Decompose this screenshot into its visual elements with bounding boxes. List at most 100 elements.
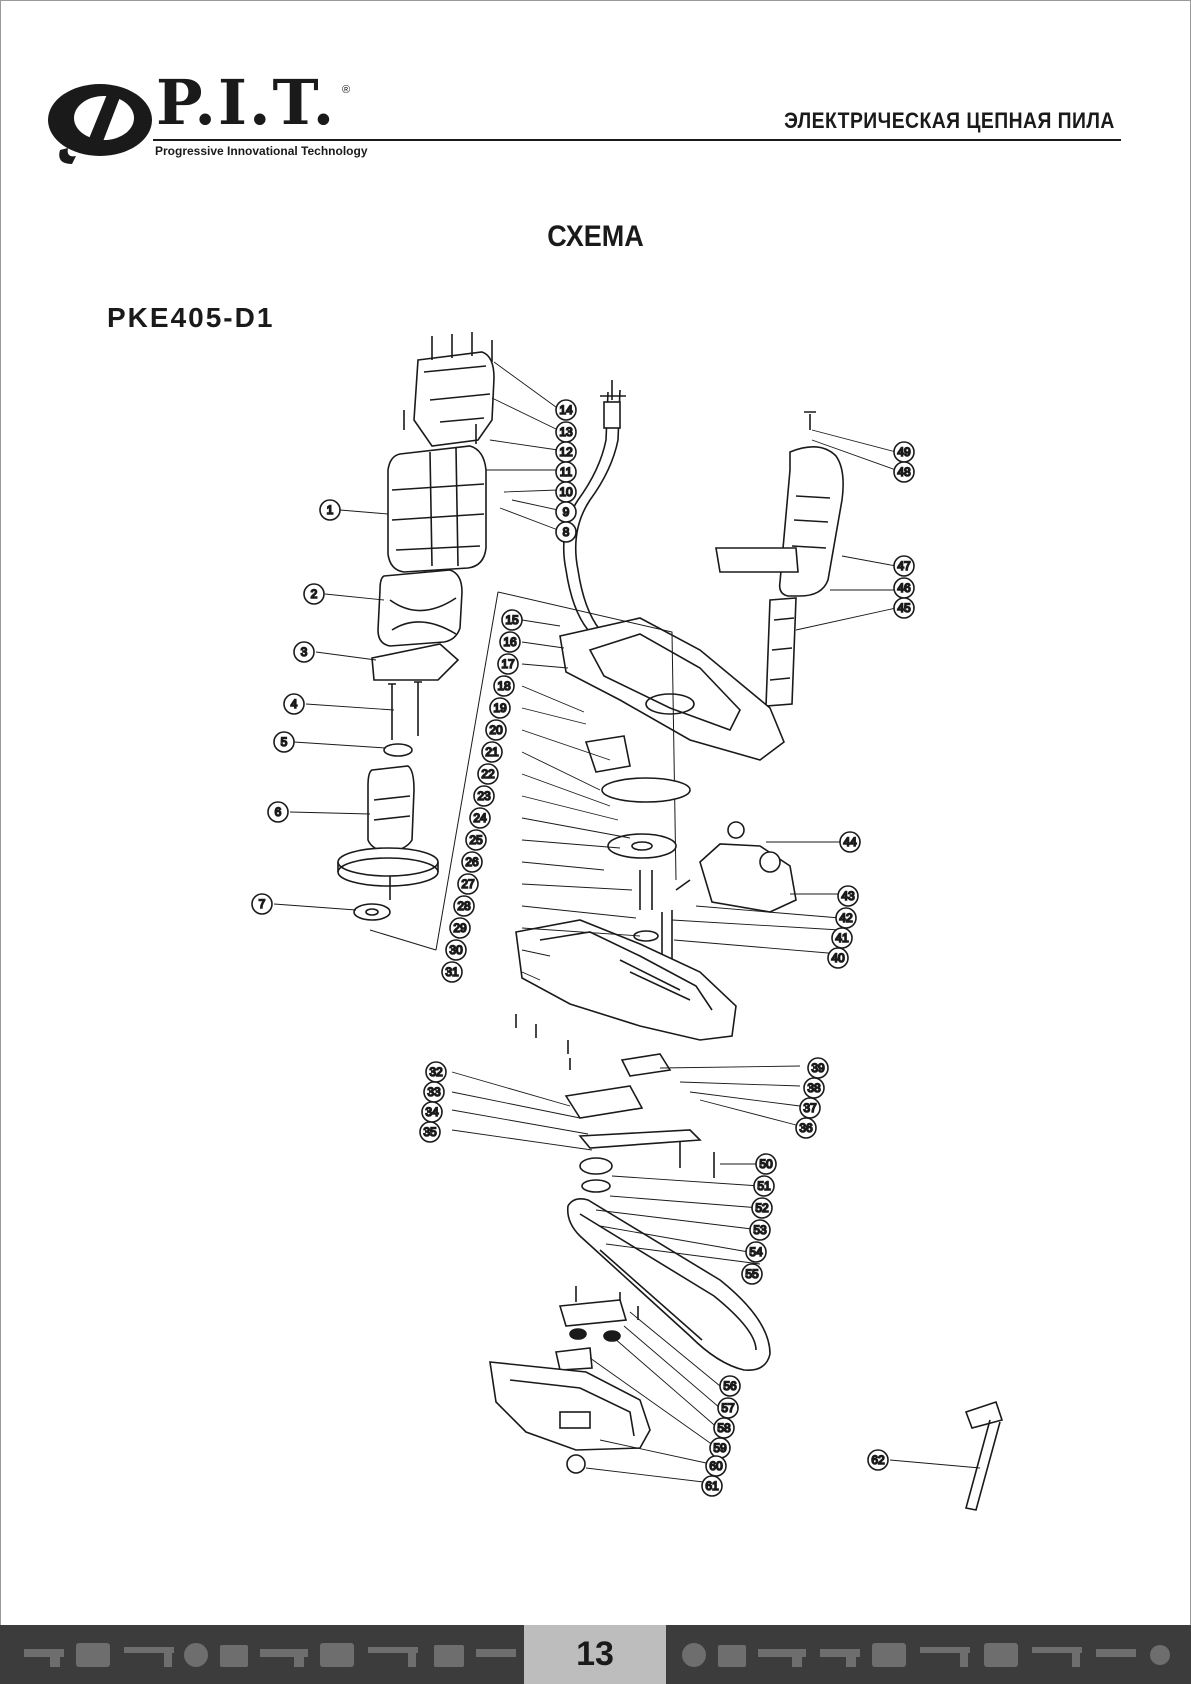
- callout-13: 13: [559, 425, 573, 439]
- drill-icon: [820, 1649, 860, 1667]
- callout-26: 26: [465, 855, 479, 869]
- callout-57: 57: [721, 1401, 735, 1415]
- callout-51: 51: [757, 1179, 771, 1193]
- callout-39: 39: [811, 1061, 825, 1075]
- sprocket: [579, 1157, 613, 1193]
- callout-38: 38: [807, 1081, 821, 1095]
- callout-6: 6: [275, 805, 282, 819]
- cover-knob: [566, 1454, 586, 1474]
- callout-23: 23: [477, 789, 491, 803]
- callout-40: 40: [831, 951, 845, 965]
- callout-17: 17: [501, 657, 515, 671]
- page-number: 13: [576, 1635, 614, 1673]
- mixer-icon: [682, 1643, 706, 1667]
- tool-icons-right: [682, 1643, 1170, 1667]
- callout-group-switch: 44 43 42 41 40: [827, 831, 861, 969]
- callout-5: 5: [281, 735, 288, 749]
- cover-plate: [558, 1299, 628, 1327]
- welder-icon: [320, 1643, 354, 1667]
- section-title: СХЕМА: [547, 220, 644, 253]
- guide-bar: [566, 1198, 771, 1371]
- callout-25: 25: [469, 833, 483, 847]
- callout-50: 50: [759, 1157, 773, 1171]
- callout-11: 11: [560, 465, 573, 479]
- pit-logo-icon: [48, 84, 152, 164]
- tension-plate: [620, 1053, 672, 1077]
- drive-gear: [337, 847, 439, 887]
- callout-31: 31: [445, 965, 459, 979]
- page-number-box: 13: [524, 1625, 666, 1684]
- callout-44: 44: [843, 835, 857, 849]
- long-screws: [388, 681, 422, 740]
- callout-30: 30: [449, 943, 463, 957]
- cover-nut-right: [603, 1330, 621, 1342]
- callout-55: 55: [745, 1267, 759, 1281]
- t-key-wrench: [964, 1400, 1004, 1511]
- bracket: [371, 643, 460, 681]
- base-plate: [601, 777, 691, 803]
- callout-35: 35: [423, 1125, 437, 1139]
- callout-49: 49: [897, 445, 911, 459]
- callout-group-left: 1 2 3 4 5 6 7: [251, 499, 341, 915]
- callout-61: 61: [705, 1479, 719, 1493]
- callout-24: 24: [473, 811, 487, 825]
- callout-27: 27: [461, 877, 475, 891]
- callout-19: 19: [493, 701, 507, 715]
- compressor-icon: [220, 1645, 248, 1667]
- callout-16: 16: [503, 635, 517, 649]
- callout-group-lower-left: 32 33 34 35: [419, 1061, 447, 1143]
- hammer-drill-icon: [1096, 1649, 1136, 1657]
- callout-59: 59: [713, 1441, 727, 1455]
- cover-nut-left: [569, 1328, 587, 1340]
- grinder-icon: [260, 1649, 308, 1667]
- callout-10: 10: [559, 485, 573, 499]
- callout-54: 54: [749, 1245, 763, 1259]
- chain-guide-plate: [564, 1085, 644, 1119]
- document-title: ЭЛЕКТРИЧЕСКАЯ ЦЕПНАЯ ПИЛА: [784, 108, 1115, 133]
- switch-assembly: [675, 821, 797, 913]
- hammer-drill-icon: [476, 1649, 516, 1657]
- leader-lines: [273, 361, 981, 1485]
- callout-29: 29: [453, 921, 467, 935]
- callout-20: 20: [489, 723, 503, 737]
- callout-45: 45: [897, 601, 911, 615]
- callout-56: 56: [723, 1379, 737, 1393]
- spindle: [639, 870, 653, 910]
- drill-icon: [24, 1649, 64, 1667]
- callout-37: 37: [803, 1101, 817, 1115]
- brand-tagline: Progressive Innovational Technology: [155, 144, 368, 158]
- side-cover: [489, 1361, 651, 1451]
- handle-grip: [765, 597, 797, 707]
- callout-18: 18: [497, 679, 511, 693]
- cord-holder: [584, 735, 631, 773]
- motor-top-cover: [413, 332, 495, 447]
- generator-icon: [872, 1643, 906, 1667]
- saw-icon: [920, 1647, 970, 1667]
- jigsaw-icon: [368, 1647, 418, 1667]
- callout-9: 9: [563, 505, 570, 519]
- worm-wheel: [607, 833, 677, 859]
- model-label: PKE405-D1: [107, 302, 275, 333]
- callout-53: 53: [753, 1223, 767, 1237]
- callout-12: 12: [559, 445, 573, 459]
- upper-bearing: [383, 743, 413, 757]
- callout-58: 58: [717, 1421, 731, 1435]
- header-rule: [153, 139, 1121, 141]
- callout-group-key: 62: [867, 1449, 889, 1471]
- armature: [367, 765, 415, 900]
- callout-22: 22: [481, 767, 495, 781]
- callout-1: 1: [327, 503, 334, 517]
- callout-group-upper-right: 14 13 12 11 10 9 8: [555, 399, 577, 543]
- welder-icon: [984, 1643, 1018, 1667]
- callout-33: 33: [427, 1085, 441, 1099]
- callout-4: 4: [291, 697, 298, 711]
- callout-14: 14: [559, 403, 573, 417]
- callout-60: 60: [709, 1459, 723, 1473]
- callout-2: 2: [311, 587, 318, 601]
- callout-group-cover: 56 57 58 59 60 61: [701, 1375, 741, 1497]
- callout-15: 15: [505, 613, 519, 627]
- pump-icon: [1150, 1645, 1170, 1665]
- callout-41: 41: [835, 931, 849, 945]
- gear-housing: [515, 919, 737, 1041]
